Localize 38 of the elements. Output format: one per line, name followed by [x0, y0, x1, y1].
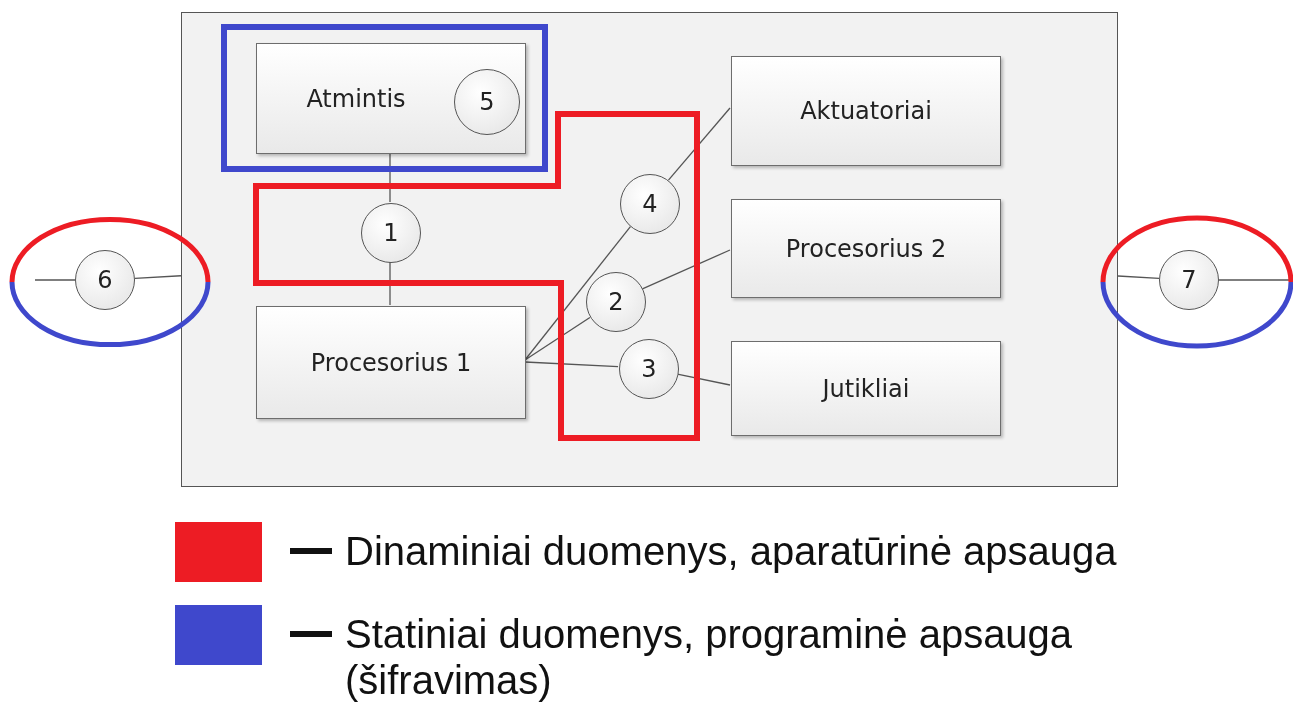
callout-number: 4: [642, 190, 658, 218]
connector-line: [134, 275, 182, 279]
number-circle: [619, 339, 679, 399]
number-circle: [361, 203, 421, 263]
box-label: Procesorius 2: [785, 234, 947, 263]
callout-number: 6: [97, 266, 113, 294]
connector-line: [641, 249, 731, 290]
number-circle: [75, 250, 135, 310]
component-box: [256, 306, 526, 419]
box-label: Procesorius 1: [310, 348, 472, 377]
component-box: [256, 43, 526, 154]
callout-number: 2: [608, 288, 624, 316]
connector-line: [1218, 279, 1291, 281]
callout-number: 5: [479, 88, 495, 116]
connector-line: [524, 316, 591, 361]
connector-line: [524, 225, 632, 361]
component-box: [731, 199, 1001, 298]
callout-number: 1: [383, 219, 399, 247]
component-box: [731, 56, 1001, 166]
connector-line: [389, 261, 391, 306]
number-circle: [620, 174, 680, 234]
connector-line: [34, 279, 76, 281]
callout-number: 7: [1181, 266, 1197, 294]
number-circle: [586, 272, 646, 332]
box-label: Atmintis: [306, 84, 407, 113]
box-label: Aktuatoriai: [800, 97, 932, 125]
callout-number: 3: [641, 355, 657, 383]
box-label: Jutikliai: [822, 374, 910, 403]
connector-line: [1117, 275, 1160, 279]
legend-text: Statiniai duomenys, programinė apsauga (šifravimas): [345, 611, 1074, 703]
component-box: [731, 341, 1001, 436]
legend-text: Dinaminiai duomenys, aparatūrinė apsauga: [345, 528, 1118, 574]
connector-line: [389, 152, 391, 203]
system-box: [181, 12, 1118, 487]
connector-line: [524, 361, 619, 368]
number-circle: [1159, 250, 1219, 310]
connector-line: [667, 107, 731, 181]
connector-line: [676, 373, 731, 386]
